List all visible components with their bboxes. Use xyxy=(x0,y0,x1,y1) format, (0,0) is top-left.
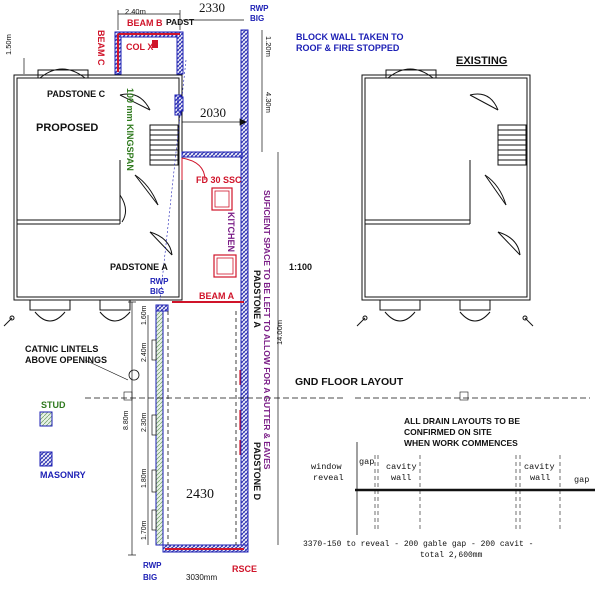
dimension-lines xyxy=(23,10,590,556)
reveal-diagram xyxy=(355,442,595,535)
rwp-bottom-big: BIG xyxy=(143,573,157,582)
drain-note-1: ALL DRAIN LAYOUTS TO BE xyxy=(404,416,520,426)
existing-house xyxy=(356,68,534,327)
proposed-label: PROPOSED xyxy=(36,122,98,134)
dim-170: 1.70m xyxy=(141,520,148,540)
padstone-a-vertical: PADSTONE A xyxy=(252,270,262,328)
cavity-label-2: cavity xyxy=(524,462,555,472)
block-wall-note-1: BLOCK WALL TAKEN TO xyxy=(296,32,404,42)
padst-label: PADST xyxy=(166,17,195,27)
dim-230: 2.30m xyxy=(141,412,148,432)
existing-label: EXISTING xyxy=(456,55,507,67)
padstone-c-label: PADSTONE C xyxy=(47,89,106,99)
cavity-label-1: cavity xyxy=(386,462,417,472)
dim-1400: 14.00m xyxy=(275,320,284,345)
rwp-mid: RWP xyxy=(150,277,169,286)
drain-note-3: WHEN WORK COMMENCES xyxy=(404,438,518,448)
wall-label-1: wall xyxy=(391,473,411,483)
catnic-note-1: CATNIC LINTELS xyxy=(25,344,98,354)
kingspan-label: 100 mm KINGSPAN xyxy=(125,88,135,171)
padstone-d-label: PADSTONE D xyxy=(252,442,262,501)
block-wall-note-2: ROOF & FIRE STOPPED xyxy=(296,43,400,53)
rwp-mid-big: BIG xyxy=(150,287,164,296)
dim-120: 1.20m xyxy=(264,36,273,57)
dim-430: 4.30m xyxy=(264,92,273,113)
gap-label-2: gap xyxy=(574,475,589,485)
beam-c-label: BEAM C xyxy=(96,30,106,66)
dim-240-top: 2.40m xyxy=(125,7,146,16)
reveal-label: reveal xyxy=(313,473,344,483)
formula-line-1: 3370-150 to reveal - 200 gable gap - 200… xyxy=(303,540,533,549)
fd30-label: FD 30 SSC xyxy=(196,175,242,185)
padstone-a-label: PADSTONE A xyxy=(110,262,168,272)
extension-walls xyxy=(84,29,469,553)
beam-b-label: BEAM B xyxy=(127,18,163,28)
beam-a-label: BEAM A xyxy=(199,291,235,301)
rwp-top: RWP xyxy=(250,4,269,13)
sufficient-space-note: SUFICIENT SPACE TO BE LEFT TO ALLOW FOR … xyxy=(262,190,272,470)
stud-label: STUD xyxy=(41,400,66,410)
dim-240b: 2.40m xyxy=(141,342,148,362)
scale-label: 1:100 xyxy=(289,262,312,272)
masonry-label: MASONRY xyxy=(40,470,86,480)
gnd-floor-title: GND FLOOR LAYOUT xyxy=(295,376,404,388)
dim-880: 8.80m xyxy=(123,410,130,430)
col-x-label: COL X xyxy=(126,42,153,52)
catnic-note-2: ABOVE OPENINGS xyxy=(25,355,107,365)
drain-note-2: CONFIRMED ON SITE xyxy=(404,427,492,437)
dim-2330: 2330 xyxy=(199,0,225,15)
formula-line-2: total 2,600mm xyxy=(420,551,483,560)
rwp-bottom: RWP xyxy=(143,561,162,570)
gap-label-1: gap xyxy=(359,457,374,467)
dim-180: 1.80m xyxy=(141,468,148,488)
rwp-top-big: BIG xyxy=(250,14,264,23)
text-labels: 2330 2.40m BEAM B PADST RWP BIG BEAM C C… xyxy=(4,0,589,582)
dim-2030: 2030 xyxy=(200,105,226,120)
dim-2430: 2430 xyxy=(186,487,214,502)
stud-swatch xyxy=(39,411,53,427)
kitchen-label: KITCHEN xyxy=(226,212,236,252)
masonry-swatch xyxy=(39,451,53,467)
proposed-house xyxy=(3,68,183,327)
dim-160: 1.60m xyxy=(141,305,148,325)
dim-3030: 3030mm xyxy=(186,573,217,582)
dim-150: 1.50m xyxy=(4,34,13,55)
rsce-label: RSCE xyxy=(232,564,257,574)
window-label: window xyxy=(311,462,343,472)
wall-label-2: wall xyxy=(530,473,550,483)
